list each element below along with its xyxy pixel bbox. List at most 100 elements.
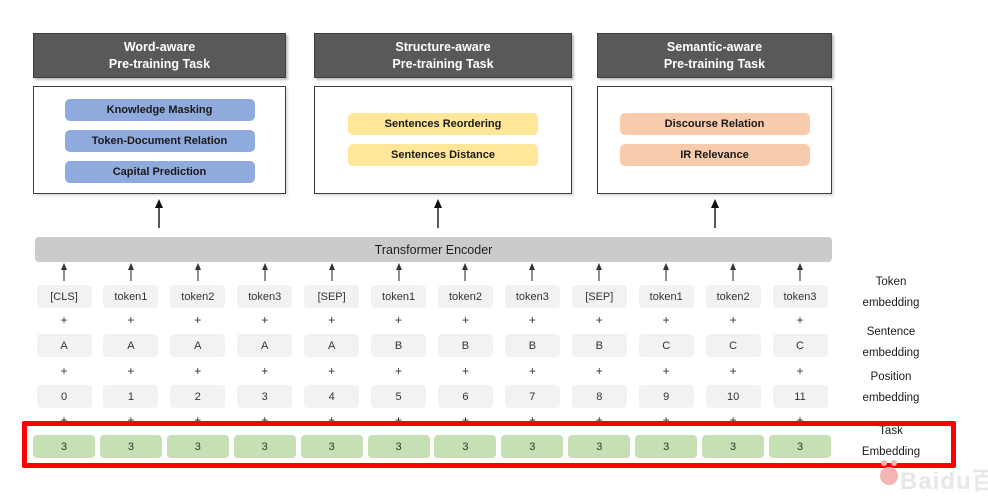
- task-embedding-highlight: [22, 421, 956, 468]
- plus-sign: +: [395, 364, 403, 378]
- plus-sign: +: [662, 364, 670, 378]
- sentence-embedding-cell: C: [638, 334, 694, 357]
- token-embedding-label: Token embedding: [862, 276, 920, 309]
- plus-sign: +: [461, 413, 469, 427]
- plus-sign: +: [461, 364, 469, 378]
- arrow-up-token-icon: [61, 263, 67, 281]
- task-embedding-cell: 3: [233, 435, 296, 458]
- baidu-watermark: Baidu百度: [878, 460, 988, 496]
- plus-sign: +: [528, 313, 536, 327]
- plus-sign: +: [60, 313, 68, 327]
- baidu-watermark-text: Baidu百度: [900, 468, 988, 495]
- sentence-embedding-cell: B: [504, 334, 560, 357]
- sentence-embedding-cell: B: [371, 334, 427, 357]
- task-pill: Knowledge Masking: [64, 99, 255, 121]
- token-embedding-cell: token3: [772, 285, 828, 308]
- task-pill: Token-Document Relation: [64, 130, 255, 152]
- arrow-up-token-icon: [596, 263, 603, 281]
- position-embedding-cell: 11: [772, 385, 828, 408]
- task-embedding-cell: 3: [300, 435, 363, 458]
- arrow-up-to-structure-panel-icon: [434, 199, 442, 228]
- task-embedding-label: Task Embedding: [861, 425, 921, 458]
- baidu-paw-icon: [880, 460, 898, 485]
- panel-structure-aware-header: Structure-aware Pre-training Task: [314, 33, 572, 78]
- position-embedding-cell: 2: [170, 385, 226, 408]
- token-embedding-cell: [CLS]: [36, 285, 92, 308]
- arrow-up-token-icon: [663, 263, 670, 281]
- plus-sign: +: [261, 413, 269, 427]
- sentence-embedding-cell: C: [772, 334, 828, 357]
- token-embedding-cell: [SEP]: [304, 285, 360, 308]
- token-embedding-cell: [SEP]: [571, 285, 627, 308]
- arrow-up-to-semantic-panel-icon: [711, 199, 719, 228]
- sentence-embedding-cell: A: [304, 334, 360, 357]
- arrow-up-token-icon: [127, 263, 134, 281]
- task-embedding-cell: 3: [99, 435, 162, 458]
- plus-sign: +: [194, 413, 202, 427]
- arrow-up-token-icon: [730, 263, 737, 281]
- position-embedding-cell: 1: [103, 385, 159, 408]
- token-embedding-cell: token3: [237, 285, 293, 308]
- plus-sign: +: [729, 364, 737, 378]
- token-embedding-cell: token2: [170, 285, 226, 308]
- panel-title-line2: Pre-training Task: [108, 57, 211, 71]
- sentence-embedding-cell: A: [237, 334, 293, 357]
- panel-title-line1: Semantic-aware: [666, 40, 763, 54]
- position-embedding-cell: 5: [371, 385, 427, 408]
- transformer-encoder-label: Transformer Encoder: [374, 242, 493, 257]
- sentence-embedding-cell: A: [170, 334, 226, 357]
- position-embedding-cell: 7: [504, 385, 560, 408]
- task-embedding-cell: 3: [434, 435, 497, 458]
- position-embedding-cell: 0: [36, 385, 92, 408]
- task-embedding-cell: 3: [501, 435, 564, 458]
- plus-sign: +: [796, 313, 804, 327]
- plus-sign: +: [796, 364, 804, 378]
- token-embedding-cell: token2: [437, 285, 493, 308]
- task-embedding-cell: 3: [769, 435, 831, 458]
- arrow-up-token-icon: [328, 263, 335, 281]
- plus-sign: +: [328, 313, 336, 327]
- plus-sign: +: [127, 364, 135, 378]
- plus-sign: +: [328, 364, 336, 378]
- plus-sign: +: [595, 413, 603, 427]
- task-pill: Capital Prediction: [64, 161, 255, 183]
- plus-sign: +: [194, 364, 202, 378]
- task-embedding-cell: 3: [702, 435, 765, 458]
- position-embedding-label: Position embedding: [862, 371, 920, 404]
- arrow-up-token-icon: [395, 263, 402, 281]
- plus-sign: +: [796, 413, 804, 427]
- position-embedding-cell: 9: [638, 385, 694, 408]
- plus-sign: +: [127, 313, 135, 327]
- plus-sign: +: [261, 364, 269, 378]
- plus-sign: +: [60, 364, 68, 378]
- plus-sign: +: [662, 413, 670, 427]
- sentence-embedding-cell: B: [571, 334, 627, 357]
- plus-sign: +: [528, 413, 536, 427]
- sentence-embedding-cell: B: [437, 334, 493, 357]
- arrow-up-token-icon: [797, 263, 803, 281]
- arrow-up-to-word-panel-icon: [155, 199, 163, 228]
- plus-sign: +: [127, 413, 135, 427]
- task-embedding-cell: 3: [33, 435, 95, 458]
- panel-semantic-aware-tasks: Discourse Relation IR Relevance: [597, 86, 832, 194]
- plus-sign: +: [328, 413, 336, 427]
- plus-sign: +: [662, 313, 670, 327]
- panel-title-line2: Pre-training Task: [663, 57, 766, 71]
- arrow-up-token-icon: [261, 263, 268, 281]
- plus-sign: +: [729, 313, 737, 327]
- task-embedding-cell: 3: [568, 435, 631, 458]
- arrow-up-token-icon: [529, 263, 536, 281]
- sentence-embedding-cell: C: [705, 334, 761, 357]
- plus-sign: +: [60, 413, 68, 427]
- plus-sign: +: [461, 313, 469, 327]
- token-embedding-cell: token1: [371, 285, 427, 308]
- plus-sign: +: [261, 313, 269, 327]
- task-pill: Discourse Relation: [619, 113, 810, 135]
- task-pill: IR Relevance: [619, 144, 810, 166]
- sentence-embedding-cell: A: [36, 334, 92, 357]
- position-embedding-cell: 4: [304, 385, 360, 408]
- task-embedding-cell: 3: [367, 435, 430, 458]
- task-embedding-cell: 3: [635, 435, 698, 458]
- arrow-up-token-icon: [462, 263, 469, 281]
